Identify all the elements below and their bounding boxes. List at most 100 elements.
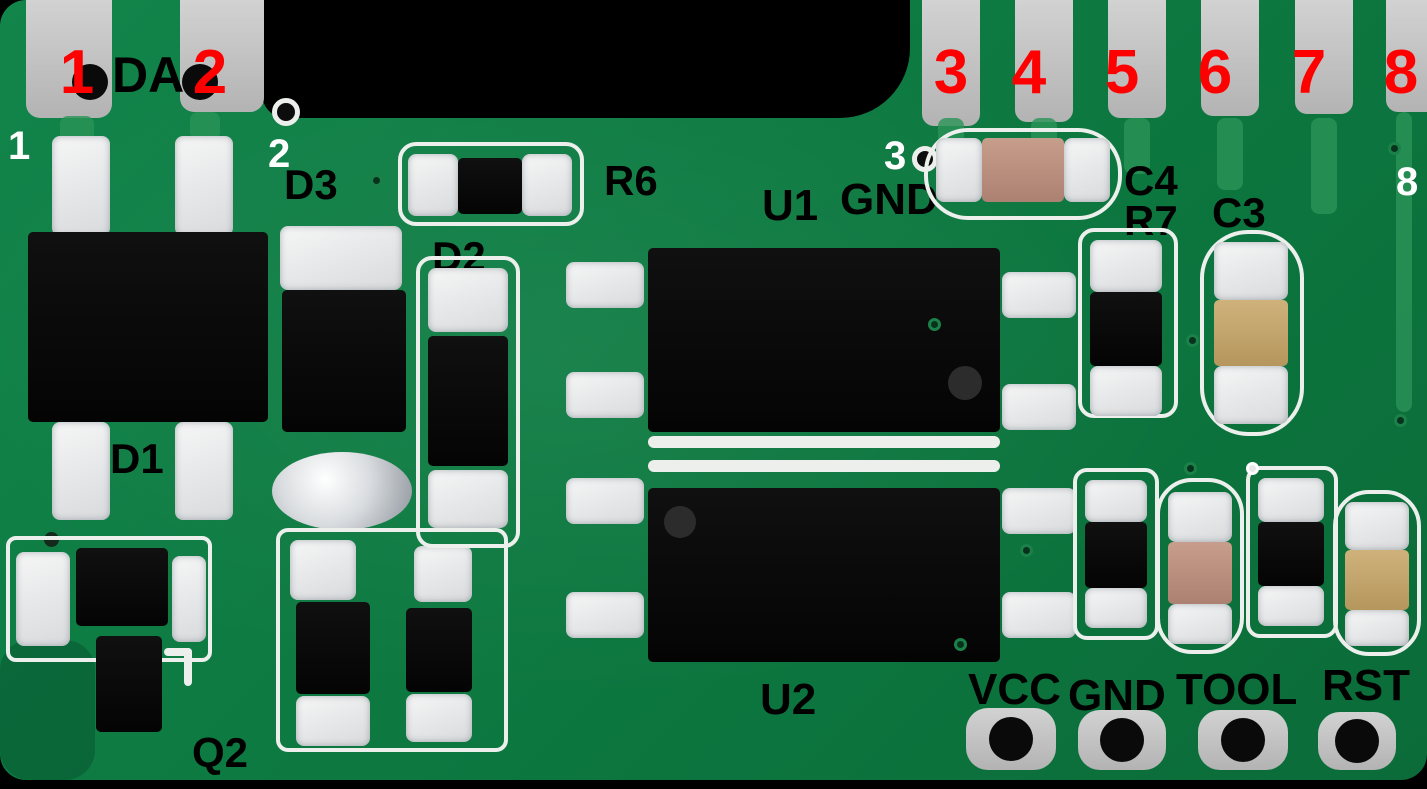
br-res2-body <box>1258 522 1324 586</box>
q2-silk-corner-v <box>184 648 192 686</box>
q2-tab <box>96 636 162 732</box>
q2-body <box>76 548 168 626</box>
u1-pad-left-2 <box>566 372 644 418</box>
u1-silk-underline <box>648 436 1000 448</box>
br-res2-pad-top <box>1258 478 1324 522</box>
pin-number-3: 3 <box>933 38 969 107</box>
d3-lower-pad-left <box>290 540 356 600</box>
via-6 <box>1184 462 1197 475</box>
board-shadow-bottom-left <box>0 640 95 780</box>
u2-silk-overline <box>648 460 1000 472</box>
br-res1-body <box>1085 522 1147 588</box>
c3-label: C3 <box>1212 189 1266 236</box>
d1-pad-bottom-right <box>175 422 233 520</box>
pin-number-6: 6 <box>1197 38 1233 107</box>
via-4 <box>1388 142 1401 155</box>
pin-number-2: 2 <box>192 38 228 107</box>
edge-pad-3 <box>922 0 980 126</box>
u2-pad-right-2 <box>1002 592 1076 638</box>
br-cap1-body <box>1168 542 1232 604</box>
q2-label: Q2 <box>192 729 249 776</box>
edge-pad-1-hole <box>72 64 108 100</box>
c4-end-left <box>936 138 982 202</box>
via-8 <box>954 638 967 651</box>
d3-lower-pad-bottom-left <box>296 696 370 746</box>
via-5 <box>1394 414 1407 427</box>
c4-body <box>982 138 1064 202</box>
d1-pad-top-right <box>175 136 233 236</box>
r7-pad-top <box>1090 240 1162 292</box>
via-7 <box>1020 544 1033 557</box>
rst-pad-hole <box>1335 719 1379 763</box>
edge-pad-7 <box>1295 0 1353 114</box>
u2-pad-right-1 <box>1002 488 1076 534</box>
notch-hole-left <box>272 98 300 126</box>
via-1 <box>370 174 383 187</box>
pin-number-1: 1 <box>59 38 95 107</box>
edge-pad-5 <box>1108 0 1166 118</box>
d3-solder-blob <box>272 452 412 530</box>
br-cap2-end-bottom <box>1345 610 1409 646</box>
u2-pad-left-2 <box>566 592 644 638</box>
d3-pad-top <box>280 226 402 290</box>
d2-silkscreen-outline <box>416 256 520 548</box>
u2-pin1-dot <box>664 506 696 538</box>
d2-pad-bottom <box>428 470 508 528</box>
r6-pad-left <box>408 154 458 216</box>
gnd-pad-hole <box>1100 718 1144 762</box>
rst-label: RST <box>1322 661 1410 710</box>
br-cap2-body <box>1345 550 1409 610</box>
r6-body <box>458 158 522 214</box>
d1-pad-bottom-left <box>52 422 110 520</box>
pin-number-4: 4 <box>1011 38 1047 107</box>
silk-number-3: 3 <box>884 134 907 178</box>
br-cap1-outline <box>1156 478 1244 654</box>
c4-silkscreen-outline <box>924 128 1122 220</box>
u1-label: U1 <box>762 181 819 230</box>
pin-number-7: 7 <box>1291 38 1327 107</box>
d3-lower-outline <box>276 528 508 752</box>
r7-silkscreen-outline <box>1078 228 1178 418</box>
d3-lower-body-left <box>296 602 370 694</box>
u2-label: U2 <box>760 675 817 724</box>
silk-number-8: 8 <box>1396 160 1419 204</box>
board-top-notch <box>262 0 910 118</box>
trace-pad5 <box>1124 118 1150 174</box>
c3-silkscreen-outline <box>1200 230 1304 436</box>
tool-label: TOOL <box>1176 665 1298 714</box>
br-res1-pad-bottom <box>1085 588 1147 628</box>
q2-pad-left <box>16 552 70 646</box>
br-res1-pad-top <box>1085 480 1147 522</box>
silk-number-2: 2 <box>268 132 291 176</box>
r6-label: R6 <box>604 157 658 204</box>
d3-label: D3 <box>284 161 338 208</box>
via-9 <box>1246 462 1259 475</box>
u2-body <box>648 488 1000 662</box>
r7-pad-bottom <box>1090 366 1162 416</box>
trace-pad2 <box>190 112 220 140</box>
d1-body <box>28 232 268 422</box>
d3-lower-pad-bottom-right <box>406 694 472 742</box>
via-2 <box>928 318 941 331</box>
q2-pad-right <box>172 556 206 642</box>
br-cap1-end-bottom <box>1168 604 1232 644</box>
br-cap2-outline <box>1333 490 1421 656</box>
edge-pad-2-hole <box>182 64 218 100</box>
via-3 <box>1186 334 1199 347</box>
vcc-pad-hole <box>989 717 1033 761</box>
trace-pad8 <box>1396 112 1412 412</box>
edge-pad-4 <box>1015 0 1073 122</box>
c3-body <box>1214 300 1288 366</box>
r6-pad-right <box>522 154 572 216</box>
br-res2-pad-bottom <box>1258 586 1324 626</box>
edge-pad-8 <box>1386 0 1427 112</box>
u1-gnd-label: GND <box>840 175 938 224</box>
d1-label: D1 <box>110 435 164 482</box>
br-cap1-end-top <box>1168 492 1232 542</box>
edge-pad-1 <box>26 0 112 118</box>
u1-pin1-dot <box>948 366 982 400</box>
u1-pad-right-1 <box>1002 272 1076 318</box>
c4-label: C4 <box>1124 157 1178 204</box>
u2-pad-left-1 <box>566 478 644 524</box>
